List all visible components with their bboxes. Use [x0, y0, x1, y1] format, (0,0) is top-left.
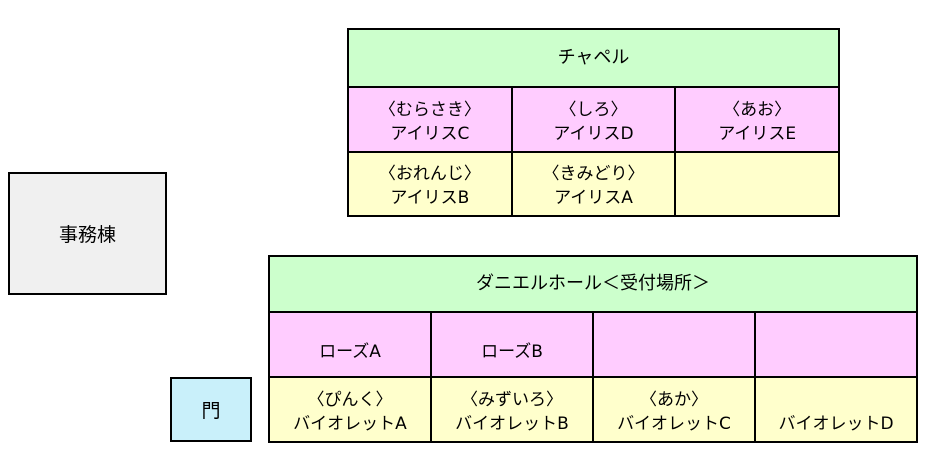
daniel-hall-header: ダニエルホール＜受付場所＞	[268, 255, 918, 313]
cell-color-label: 〈きみどり〉	[542, 164, 645, 184]
gate-box: 門	[170, 377, 252, 442]
cell-violet-a: 〈ぴんく〉 バイオレットA	[268, 376, 432, 443]
chapel-header: チャペル	[347, 28, 840, 88]
cell-room-label: アイリスE	[718, 124, 797, 144]
empty-cell	[674, 151, 840, 217]
cell-room-label: ローズB	[481, 342, 543, 362]
cell-color-label: 〈おれんじ〉	[378, 164, 481, 184]
cell-color-label: 〈しろ〉	[559, 100, 628, 120]
cell-room-label: アイリスA	[554, 188, 633, 208]
cell-room-label: バイオレットB	[455, 414, 569, 434]
office-building-label: 事務棟	[58, 224, 116, 246]
empty-cell	[754, 311, 918, 378]
cell-iris-d: 〈しろ〉 アイリスD	[510, 86, 677, 153]
cell-color-label: 〈あか〉	[640, 390, 708, 410]
cell-color-label: 〈むらさき〉	[378, 100, 481, 120]
cell-room-label: アイリスD	[553, 124, 634, 144]
cell-room-label: バイオレットC	[617, 414, 731, 434]
daniel-hall-table: ダニエルホール＜受付場所＞ ローズA ローズB 〈ぴんく〉 バ	[268, 255, 918, 443]
cell-violet-d: バイオレットD	[754, 376, 918, 443]
cell-iris-e: 〈あお〉 アイリスE	[674, 86, 840, 153]
chapel-table: チャペル 〈むらさき〉 アイリスC 〈しろ〉 アイリスD 〈あお〉 アイリスE …	[347, 28, 840, 217]
office-building-box: 事務棟	[8, 172, 167, 295]
cell-room-label: ローズA	[319, 342, 381, 362]
cell-color-label: 〈ぴんく〉	[307, 390, 393, 410]
cell-room-label: バイオレットA	[293, 414, 407, 434]
cell-rose-b: ローズB	[430, 311, 594, 378]
cell-iris-a: 〈きみどり〉 アイリスA	[510, 151, 677, 217]
empty-cell	[592, 311, 756, 378]
cell-rose-a: ローズA	[268, 311, 432, 378]
cell-iris-c: 〈むらさき〉 アイリスC	[347, 86, 513, 153]
cell-room-label: アイリスB	[390, 188, 470, 208]
cell-color-label: 〈あお〉	[723, 100, 792, 120]
cell-violet-b: 〈みずいろ〉 バイオレットB	[430, 376, 594, 443]
cell-room-label: アイリスC	[390, 124, 470, 144]
cell-iris-b: 〈おれんじ〉 アイリスB	[347, 151, 513, 217]
cell-room-label: バイオレットD	[778, 414, 894, 434]
cell-color-label: 〈みずいろ〉	[461, 390, 563, 410]
gate-label: 門	[201, 400, 221, 422]
cell-violet-c: 〈あか〉 バイオレットC	[592, 376, 756, 443]
